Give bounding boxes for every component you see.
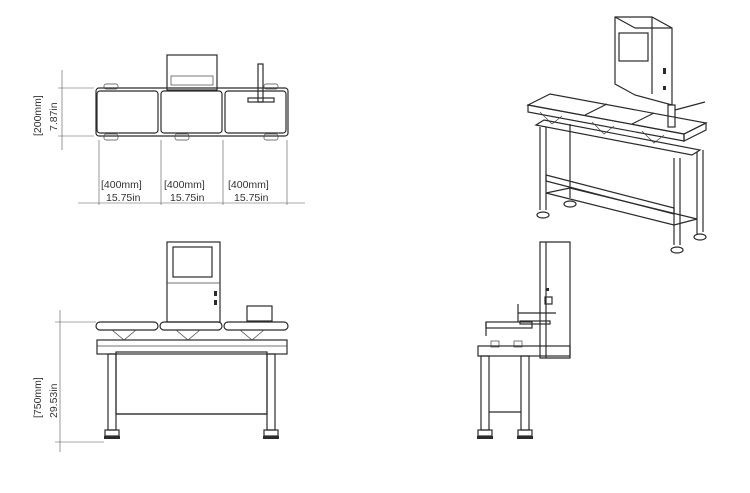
top-height-mm-label: [200mm] bbox=[32, 95, 44, 136]
section-1-mm-label: [400mm] bbox=[101, 179, 142, 191]
section-3-in-label: 15.75in bbox=[234, 192, 269, 204]
section-2-in-label: 15.75in bbox=[170, 192, 205, 204]
section-2-mm-label: [400mm] bbox=[164, 179, 205, 191]
top-view bbox=[58, 54, 305, 205]
side-view bbox=[477, 241, 571, 439]
front-height-mm-label: [750mm] bbox=[32, 377, 44, 418]
front-view bbox=[55, 241, 289, 452]
top-height-in-label: 7.87in bbox=[48, 102, 60, 131]
isometric-view bbox=[526, 16, 708, 254]
section-1-in-label: 15.75in bbox=[106, 192, 141, 204]
front-height-in-label: 29.53in bbox=[48, 383, 60, 418]
section-3-mm-label: [400mm] bbox=[228, 179, 269, 191]
